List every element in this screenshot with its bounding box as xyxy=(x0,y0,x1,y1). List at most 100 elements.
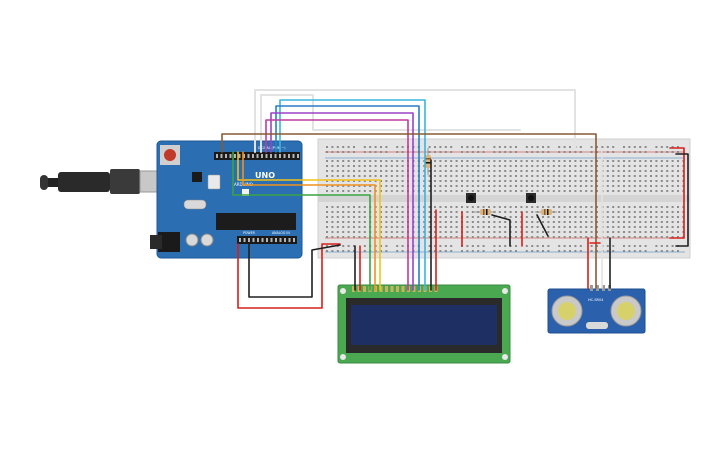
breadboard-hole xyxy=(677,226,679,228)
wire-black-btn2[interactable] xyxy=(536,214,549,237)
wire-black-rail[interactable] xyxy=(675,153,689,247)
breadboard-hole xyxy=(326,245,328,247)
breadboard-hole xyxy=(617,231,620,233)
breadboard-hole xyxy=(439,151,442,153)
wire-cyan[interactable] xyxy=(279,99,426,291)
wire-purple[interactable] xyxy=(270,112,414,291)
breadboard-hole xyxy=(552,165,555,167)
ultrasonic-sensor[interactable]: HC-SR04 xyxy=(547,285,646,334)
resistor-2[interactable] xyxy=(535,209,557,215)
breadboard-hole xyxy=(380,151,382,153)
breadboard-hole xyxy=(401,175,404,177)
resistor-contrast[interactable] xyxy=(425,148,431,175)
wire-red-power[interactable] xyxy=(237,243,341,309)
breadboard-hole xyxy=(515,226,517,228)
breadboard-hole xyxy=(569,245,571,247)
breadboard-hole xyxy=(552,170,555,172)
breadboard-hole xyxy=(617,211,620,213)
usb-cable[interactable] xyxy=(40,169,165,194)
breadboard-hole xyxy=(633,221,636,223)
breadboard-hole xyxy=(612,146,615,148)
breadboard-hole xyxy=(444,175,447,177)
breadboard-hole xyxy=(369,185,372,187)
breadboard-hole xyxy=(563,206,566,208)
reset-button[interactable] xyxy=(164,149,176,161)
breadboard-hole xyxy=(574,211,577,213)
wire-blue[interactable] xyxy=(275,105,420,291)
breadboard-hole xyxy=(428,211,431,213)
breadboard-hole xyxy=(563,211,566,213)
breadboard-hole xyxy=(655,245,658,247)
breadboard-hole xyxy=(628,190,631,192)
breadboard-hole xyxy=(385,216,388,218)
breadboard-hole xyxy=(363,185,366,187)
breadboard-hole xyxy=(612,175,615,177)
breadboard-hole xyxy=(655,165,658,167)
breadboard-hole xyxy=(380,206,382,208)
resistor-1[interactable] xyxy=(474,209,496,215)
breadboard-hole xyxy=(644,146,647,148)
breadboard-hole xyxy=(353,170,355,172)
breadboard-hole xyxy=(536,206,539,208)
breadboard-hole xyxy=(531,236,534,238)
breadboard-hole xyxy=(569,180,571,182)
wire-black-btn1[interactable] xyxy=(491,214,511,247)
breadboard-hole xyxy=(547,245,550,247)
breadboard-hole xyxy=(536,175,539,177)
breadboard-hole xyxy=(677,250,679,252)
arduino-uno-board[interactable]: UNO ARDUINO DIGITAL (PWM ~) POWER ANALOG… xyxy=(150,140,303,259)
breadboard-hole xyxy=(644,151,647,153)
breadboard-hole xyxy=(547,231,550,233)
breadboard-hole xyxy=(531,221,534,223)
breadboard-hole xyxy=(579,190,582,192)
breadboard-hole xyxy=(396,165,399,167)
breadboard-hole xyxy=(347,250,350,252)
breadboard-hole xyxy=(596,160,598,162)
wire-brown[interactable] xyxy=(221,133,597,289)
breadboard-hole xyxy=(390,165,393,167)
breadboard[interactable] xyxy=(317,138,691,259)
breadboard-hole xyxy=(617,180,620,182)
wire-orange[interactable] xyxy=(242,151,376,291)
breadboard-hole xyxy=(509,151,512,153)
breadboard-hole xyxy=(428,190,431,192)
breadboard-hole xyxy=(477,190,480,192)
wire-yellow[interactable] xyxy=(237,151,381,291)
breadboard-hole xyxy=(671,160,674,162)
breadboard-hole xyxy=(633,180,636,182)
breadboard-hole xyxy=(353,236,355,238)
wire-green[interactable] xyxy=(232,151,371,291)
breadboard-hole xyxy=(558,185,561,187)
breadboard-hole xyxy=(401,146,404,148)
wire-magenta[interactable] xyxy=(265,119,409,291)
breadboard-hole xyxy=(390,160,393,162)
wire-black-gnd[interactable] xyxy=(248,243,341,298)
breadboard-hole xyxy=(401,250,404,252)
wire-white-1[interactable] xyxy=(254,89,576,153)
wire-red-rail[interactable] xyxy=(669,147,685,239)
breadboard-hole xyxy=(444,221,447,223)
breadboard-hole xyxy=(563,165,566,167)
breadboard-hole xyxy=(493,146,496,148)
breadboard-hole xyxy=(596,245,598,247)
breadboard-hole xyxy=(660,216,663,218)
breadboard-hole xyxy=(439,190,442,192)
pushbutton-1[interactable] xyxy=(466,193,476,203)
breadboard-hole xyxy=(644,231,647,233)
breadboard-hole xyxy=(336,146,339,148)
breadboard-hole xyxy=(450,160,453,162)
resistor-contrast-band-2 xyxy=(425,162,431,164)
pushbutton-2[interactable] xyxy=(526,193,536,203)
breadboard-hole xyxy=(569,185,571,187)
breadboard-hole xyxy=(471,180,474,182)
breadboard-hole xyxy=(504,216,507,218)
digital-pin xyxy=(288,154,290,158)
breadboard-hole xyxy=(390,170,393,172)
breadboard-hole xyxy=(628,170,631,172)
breadboard-hole xyxy=(623,221,625,223)
wire-white-2[interactable] xyxy=(260,94,521,153)
breadboard-hole xyxy=(542,236,544,238)
lcd-display[interactable] xyxy=(337,284,511,364)
breadboard-hole xyxy=(574,245,577,247)
breadboard-hole xyxy=(563,170,566,172)
